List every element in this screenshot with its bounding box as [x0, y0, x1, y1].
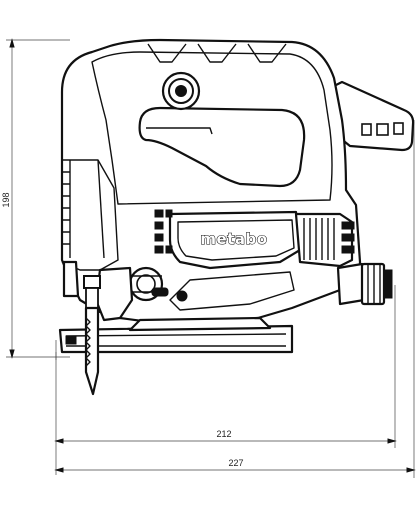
air-vents [154, 209, 173, 254]
base-plate [58, 316, 294, 354]
power-cord-guard [328, 80, 415, 152]
depth-dimension-label: 212 [216, 429, 231, 439]
height-dimension-label: 198 [1, 192, 11, 207]
length-arrow-right [406, 467, 416, 473]
dust-extraction-port [336, 262, 393, 306]
length-arrow-left [54, 467, 64, 473]
length-dimension: 227 [54, 120, 416, 478]
height-arrow-top [9, 38, 15, 48]
depth-arrow-left [54, 438, 64, 444]
pendulum-selector-icon [128, 266, 169, 302]
handle-opening-inner [146, 127, 213, 135]
rear-grip-ribs [294, 212, 355, 268]
speed-dial-icon [161, 71, 201, 111]
height-arrow-bottom [9, 349, 15, 359]
saw-blade [83, 275, 101, 396]
brand-panel: metabo [168, 210, 302, 270]
length-dimension-label: 227 [228, 458, 243, 468]
depth-arrow-right [387, 438, 397, 444]
brand-logo: metabo [200, 230, 267, 248]
depth-dimension: 212 [54, 285, 397, 475]
height-dimension: 198 [1, 38, 70, 359]
lower-front-housing [62, 260, 295, 322]
